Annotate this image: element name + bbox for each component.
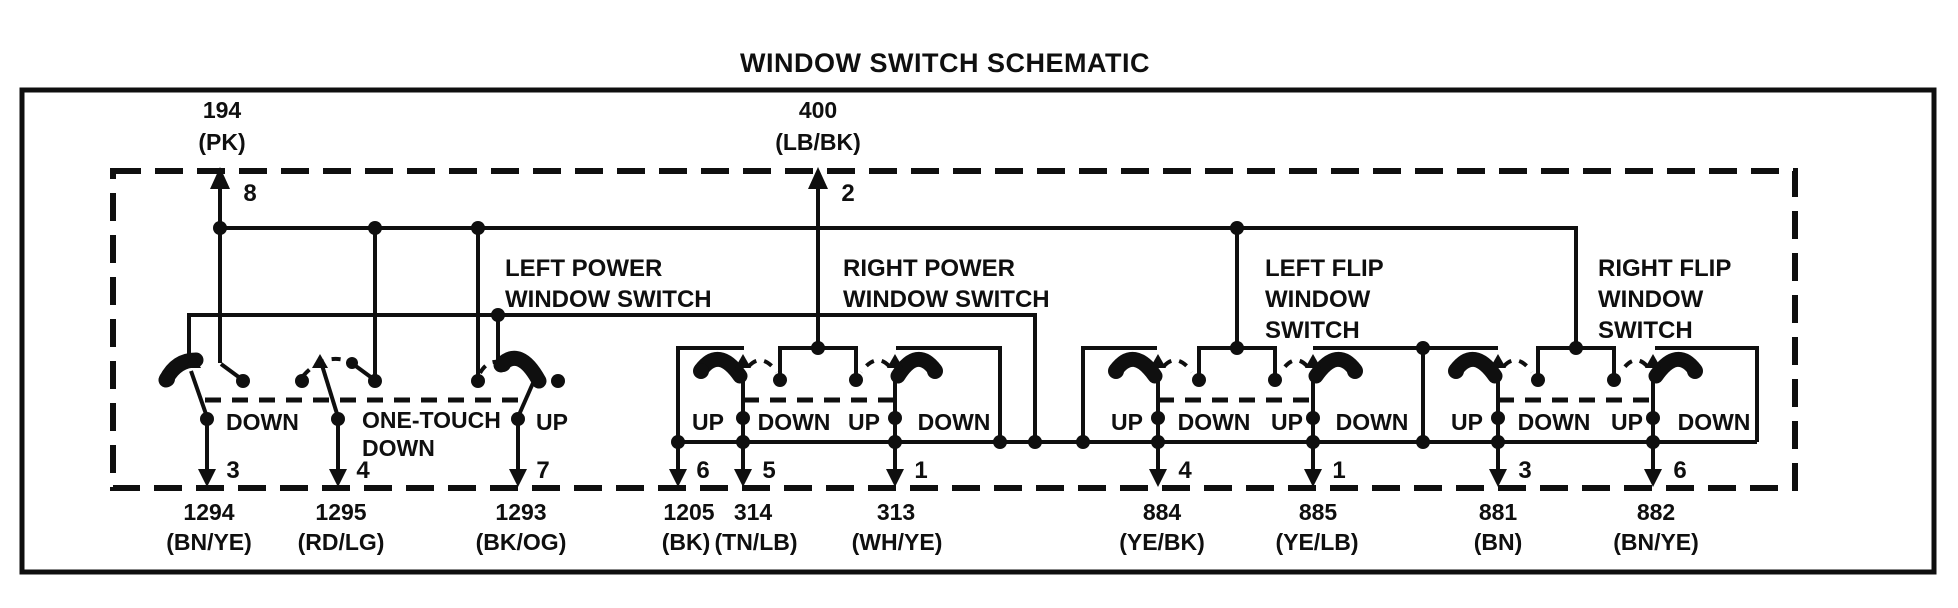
pos-down-lf2: DOWN <box>1336 409 1409 435</box>
pin-1-rp: 1 <box>914 457 927 484</box>
labels: WINDOW SWITCH SCHEMATIC 194 (PK) 8 400 (… <box>166 48 1750 555</box>
left-flip-switch-label2: WINDOW <box>1265 286 1371 313</box>
pin-6-rp: 6 <box>696 457 709 484</box>
wiring-geometry <box>19 87 1937 575</box>
pos-up-rf1: UP <box>1451 409 1483 435</box>
pos-up-lp: UP <box>536 409 568 435</box>
wire-circuit-314: 314 <box>734 499 773 525</box>
wire-circuit-1295: 1295 <box>315 499 366 525</box>
wire-color-884: (YE/BK) <box>1119 529 1205 555</box>
pos-up-lf1: UP <box>1111 409 1143 435</box>
left-power-switch-label2: WINDOW SWITCH <box>505 286 712 313</box>
pin-3-rf: 3 <box>1518 457 1531 484</box>
top-pin-arrowheads <box>210 167 828 189</box>
wire-color-400: (LB/BK) <box>775 129 861 155</box>
switch-assembly-dashed-border <box>110 168 1798 491</box>
wire-circuit-400: 400 <box>799 97 837 123</box>
wire-circuit-1294: 1294 <box>183 499 234 525</box>
left-power-switch-label: LEFT POWER <box>505 255 662 282</box>
right-flip-switch-label3: SWITCH <box>1598 317 1693 344</box>
wire-color-194: (PK) <box>198 129 245 155</box>
wire-color-314: (TN/LB) <box>714 529 797 555</box>
wire-color-881: (BN) <box>1474 529 1523 555</box>
pos-up-lf2: UP <box>1271 409 1303 435</box>
wire-color-1295: (RD/LG) <box>298 529 385 555</box>
pos-down-rf2: DOWN <box>1678 409 1751 435</box>
pos-up-rp2: UP <box>848 409 880 435</box>
pivot-up-arrowheads <box>185 354 1661 368</box>
wire-circuit-194: 194 <box>203 97 242 123</box>
wire-circuit-884: 884 <box>1143 499 1182 525</box>
pin-2: 2 <box>841 180 854 207</box>
wire-color-313: (WH/YE) <box>852 529 943 555</box>
pin-8: 8 <box>243 180 256 207</box>
pos-up-rp1: UP <box>692 409 724 435</box>
bottom-pin-arrowheads <box>198 469 1662 487</box>
pos-down-lf1: DOWN <box>1178 409 1251 435</box>
pos-down-rp1: DOWN <box>758 409 831 435</box>
right-flip-switch-label: RIGHT FLIP <box>1598 255 1731 282</box>
pos-down-lp: DOWN <box>226 409 299 435</box>
wire-circuit-885: 885 <box>1299 499 1338 525</box>
left-flip-switch-label: LEFT FLIP <box>1265 255 1384 282</box>
right-power-switch-label: RIGHT POWER <box>843 255 1015 282</box>
outer-border <box>19 87 1937 575</box>
wire-color-882: (BN/YE) <box>1613 529 1699 555</box>
left-flip-switch-label3: SWITCH <box>1265 317 1360 344</box>
pos-one-touch-down: DOWN <box>362 435 435 461</box>
wire-circuit-313: 313 <box>877 499 915 525</box>
pin-4-lf: 4 <box>1178 457 1192 484</box>
pin-3-lp: 3 <box>226 457 239 484</box>
pos-down-rf1: DOWN <box>1518 409 1591 435</box>
pos-one-touch: ONE-TOUCH <box>362 407 501 433</box>
pin-4-lp: 4 <box>356 457 370 484</box>
junction-dots <box>200 221 1660 449</box>
wire-circuit-1205: 1205 <box>663 499 714 525</box>
right-power-switch-label2: WINDOW SWITCH <box>843 286 1050 313</box>
pos-up-rf2: UP <box>1611 409 1643 435</box>
pin-6-rf: 6 <box>1673 457 1686 484</box>
wire-circuit-881: 881 <box>1479 499 1518 525</box>
wire-color-1293: (BK/OG) <box>476 529 567 555</box>
pin-1-lf: 1 <box>1332 457 1345 484</box>
schematic-title: WINDOW SWITCH SCHEMATIC <box>740 48 1150 78</box>
wire-color-1294: (BN/YE) <box>166 529 252 555</box>
right-flip-switch-label2: WINDOW <box>1598 286 1704 313</box>
wire-color-1205: (BK) <box>662 529 711 555</box>
wire-color-885: (YE/LB) <box>1275 529 1358 555</box>
rocker-contact-heads <box>159 356 1703 387</box>
pos-down-rp2: DOWN <box>918 409 991 435</box>
wire-circuit-1293: 1293 <box>495 499 546 525</box>
pin-5-rp: 5 <box>762 457 775 484</box>
wire-circuit-882: 882 <box>1637 499 1675 525</box>
pin-7-lp: 7 <box>536 457 549 484</box>
